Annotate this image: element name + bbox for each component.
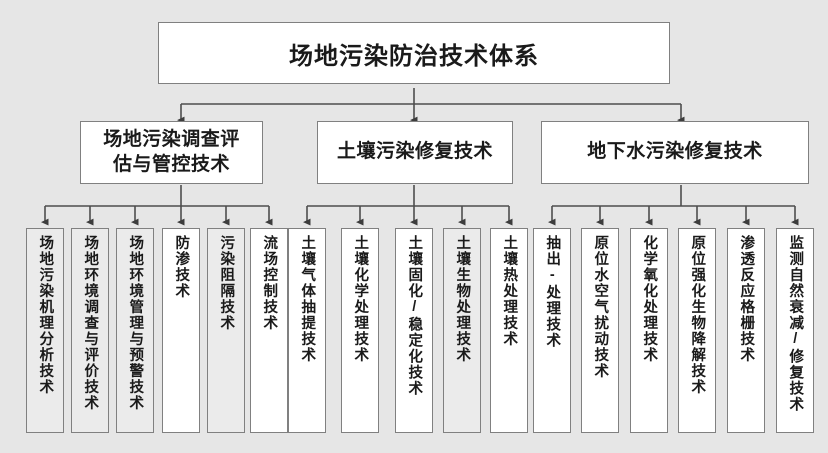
- leaf-node-label: 流场控制技术: [261, 235, 278, 331]
- leaf-node[interactable]: 流场控制技术: [250, 228, 288, 433]
- leaf-node[interactable]: 场地环境调查与评价技术: [71, 228, 109, 433]
- leaf-node[interactable]: 场地污染机理分析技术: [26, 228, 64, 433]
- branch-node-soil-remediation[interactable]: 土壤污染修复技术: [317, 121, 513, 184]
- leaf-node-label: 抽出-处理技术: [544, 235, 561, 349]
- leaf-node[interactable]: 化学氧化处理技术: [630, 228, 668, 433]
- leaf-node[interactable]: 渗透反应格栅技术: [727, 228, 765, 433]
- leaf-node-label: 原位强化生物降解技术: [689, 235, 706, 395]
- leaf-node[interactable]: 监测自然衰减/修复技术: [776, 228, 814, 433]
- leaf-node-label: 防渗技术: [173, 235, 190, 299]
- leaf-node-label: 监测自然衰减/修复技术: [787, 235, 804, 413]
- leaf-node-label: 土壤固化/稳定化技术: [406, 235, 423, 397]
- root-node[interactable]: 场地污染防治技术体系: [158, 22, 670, 84]
- leaf-node[interactable]: 防渗技术: [162, 228, 200, 433]
- leaf-node[interactable]: 土壤固化/稳定化技术: [395, 228, 433, 433]
- root-node-label: 场地污染防治技术体系: [289, 42, 539, 70]
- leaf-node[interactable]: 原位强化生物降解技术: [678, 228, 716, 433]
- branch-label-line-2: 估与管控技术: [112, 153, 230, 175]
- leaf-node-label: 土壤气体抽提技术: [299, 235, 316, 363]
- leaf-node[interactable]: 土壤生物处理技术: [443, 228, 481, 433]
- leaf-node-label: 场地环境调查与评价技术: [82, 235, 99, 411]
- leaf-node[interactable]: 土壤气体抽提技术: [288, 228, 326, 433]
- leaf-node[interactable]: 抽出-处理技术: [533, 228, 571, 433]
- branch-node-label: 土壤污染修复技术: [336, 141, 493, 163]
- leaf-node-label: 化学氧化处理技术: [641, 235, 658, 363]
- leaf-node-label: 场地污染机理分析技术: [37, 235, 54, 395]
- leaf-node-label: 渗透反应格栅技术: [738, 235, 755, 363]
- leaf-node-label: 土壤生物处理技术: [454, 235, 471, 363]
- leaf-node[interactable]: 原位水空气扰动技术: [581, 228, 619, 433]
- leaf-node-label: 土壤化学处理技术: [352, 235, 369, 363]
- branch-node-label: 地下水污染修复技术: [587, 141, 763, 163]
- branch-label-line-1: 场地污染调查评: [103, 129, 240, 151]
- leaf-node[interactable]: 土壤化学处理技术: [341, 228, 379, 433]
- branch-node-groundwater-remediation[interactable]: 地下水污染修复技术: [541, 121, 809, 184]
- leaf-node-label: 污染阻隔技术: [218, 235, 235, 331]
- leaf-node[interactable]: 土壤热处理技术: [490, 228, 528, 433]
- branch-node-site-investigation[interactable]: 场地污染调查评 估与管控技术: [80, 121, 263, 184]
- branch-node-label: 场地污染调查评 估与管控技术: [103, 128, 240, 177]
- leaf-node-label: 土壤热处理技术: [501, 235, 518, 347]
- leaf-node[interactable]: 场地环境管理与预警技术: [116, 228, 154, 433]
- leaf-node[interactable]: 污染阻隔技术: [207, 228, 245, 433]
- leaf-node-label: 原位水空气扰动技术: [592, 235, 609, 379]
- leaf-node-label: 场地环境管理与预警技术: [127, 235, 144, 411]
